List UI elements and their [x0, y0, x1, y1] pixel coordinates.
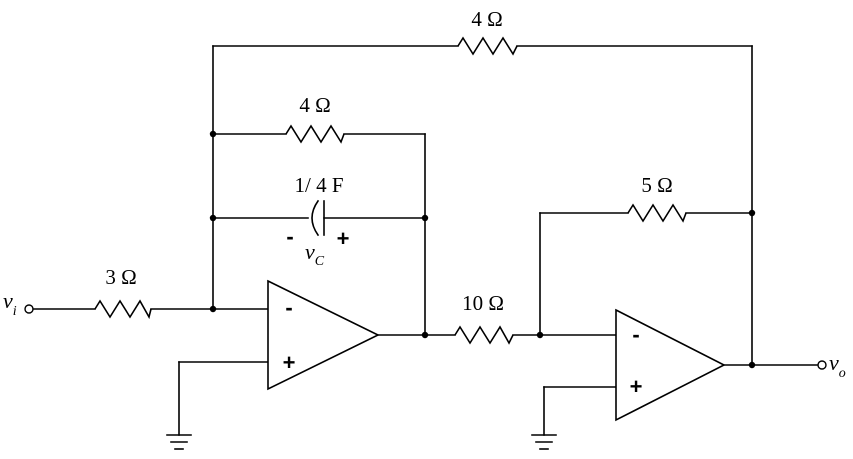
input-terminal: [24, 304, 34, 314]
opamp2-noninverting-sign: +: [630, 374, 643, 399]
resistor-second-feedback: [627, 203, 687, 223]
label-output-voltage: vo: [829, 350, 846, 381]
cap-minus-sign: -: [286, 224, 293, 249]
output-terminal: [817, 360, 827, 370]
node-opamp1-out: [421, 331, 429, 339]
node-left-cap: [209, 214, 217, 222]
label-r-inner-feedback: 4 Ω: [299, 93, 330, 117]
resistor-input: [94, 299, 152, 320]
label-input-voltage: vi: [3, 288, 17, 319]
label-cap-voltage: vC: [305, 239, 325, 269]
opamp-1: [267, 279, 380, 391]
label-r-outer-feedback: 4 Ω: [471, 7, 502, 31]
resistor-outer-feedback: [457, 36, 518, 56]
opamp2-inverting-sign: -: [632, 322, 639, 347]
node-right-cap: [421, 214, 429, 222]
node-opamp2-in: [536, 331, 544, 339]
resistor-middle: [454, 325, 514, 345]
node-output: [748, 361, 756, 369]
label-r-input: 3 Ω: [105, 265, 136, 289]
label-r-second-feedback: 5 Ω: [641, 173, 672, 197]
opamp1-noninverting-sign: +: [283, 350, 296, 375]
node-right-feedback: [748, 209, 756, 217]
label-r-middle: 10 Ω: [462, 291, 504, 315]
capacitor: [311, 199, 325, 237]
cap-plus-sign: +: [337, 226, 350, 251]
opamp-2: [615, 308, 726, 422]
node-left-top: [209, 130, 217, 138]
resistor-inner-feedback: [285, 124, 345, 144]
ground-symbol-1: [166, 434, 192, 450]
ground-symbol-2: [531, 434, 557, 450]
wires: [32, 45, 819, 436]
node-left-input: [209, 305, 217, 313]
junction-nodes: [209, 130, 756, 369]
opamp1-inverting-sign: -: [285, 295, 292, 320]
label-capacitor: 1/ 4 F: [294, 173, 343, 197]
